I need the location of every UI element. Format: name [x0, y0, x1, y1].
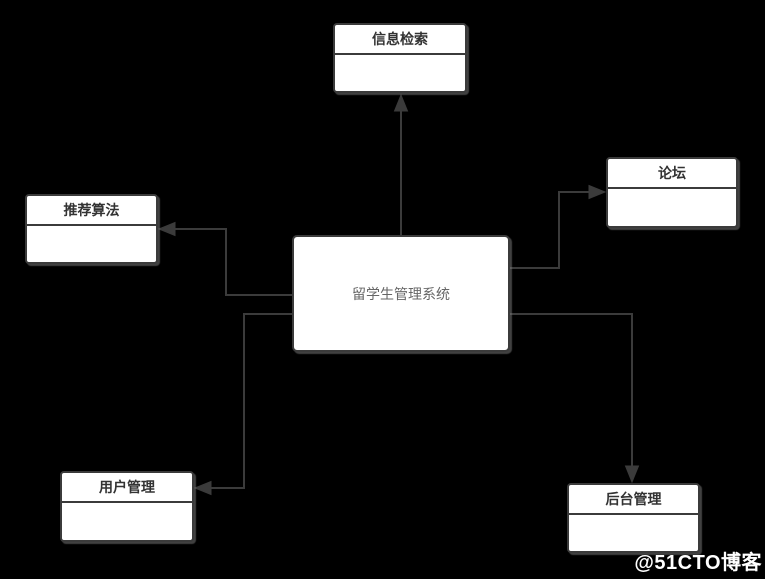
edge-center-to-backend-management-arrowhead: [624, 465, 640, 484]
edge-center-to-recommend-algorithm-arrowhead: [157, 221, 176, 237]
edge-center-to-info-retrieval-arrowhead: [393, 93, 409, 112]
node-recommend-algorithm: 推荐算法: [25, 194, 158, 264]
node-info-retrieval-body: [335, 55, 465, 91]
edge-center-to-recommend-algorithm: [174, 228, 292, 296]
edge-center-to-user-management-arrowhead: [193, 480, 212, 496]
node-user-management-title: 用户管理: [62, 473, 192, 503]
node-student-management-system: 留学生管理系统: [292, 235, 510, 352]
node-user-management-body: [62, 503, 192, 540]
node-info-retrieval: 信息检索: [333, 23, 467, 93]
edge-center-to-forum-arrowhead: [588, 184, 607, 200]
node-backend-management-title: 后台管理: [569, 485, 698, 515]
watermark-51cto: @51CTO博客: [634, 552, 762, 574]
node-forum-body: [608, 189, 736, 226]
node-info-retrieval-title: 信息检索: [335, 25, 465, 55]
node-forum-title: 论坛: [608, 159, 736, 189]
node-user-management: 用户管理: [60, 471, 194, 542]
node-forum: 论坛: [606, 157, 738, 228]
node-backend-management-body: [569, 515, 698, 551]
node-recommend-algorithm-body: [27, 226, 156, 262]
node-recommend-algorithm-title: 推荐算法: [27, 196, 156, 226]
edge-center-to-backend-management: [510, 313, 633, 467]
edge-center-to-user-management: [210, 313, 292, 489]
edge-center-to-forum: [510, 191, 590, 269]
node-backend-management: 后台管理: [567, 483, 700, 553]
